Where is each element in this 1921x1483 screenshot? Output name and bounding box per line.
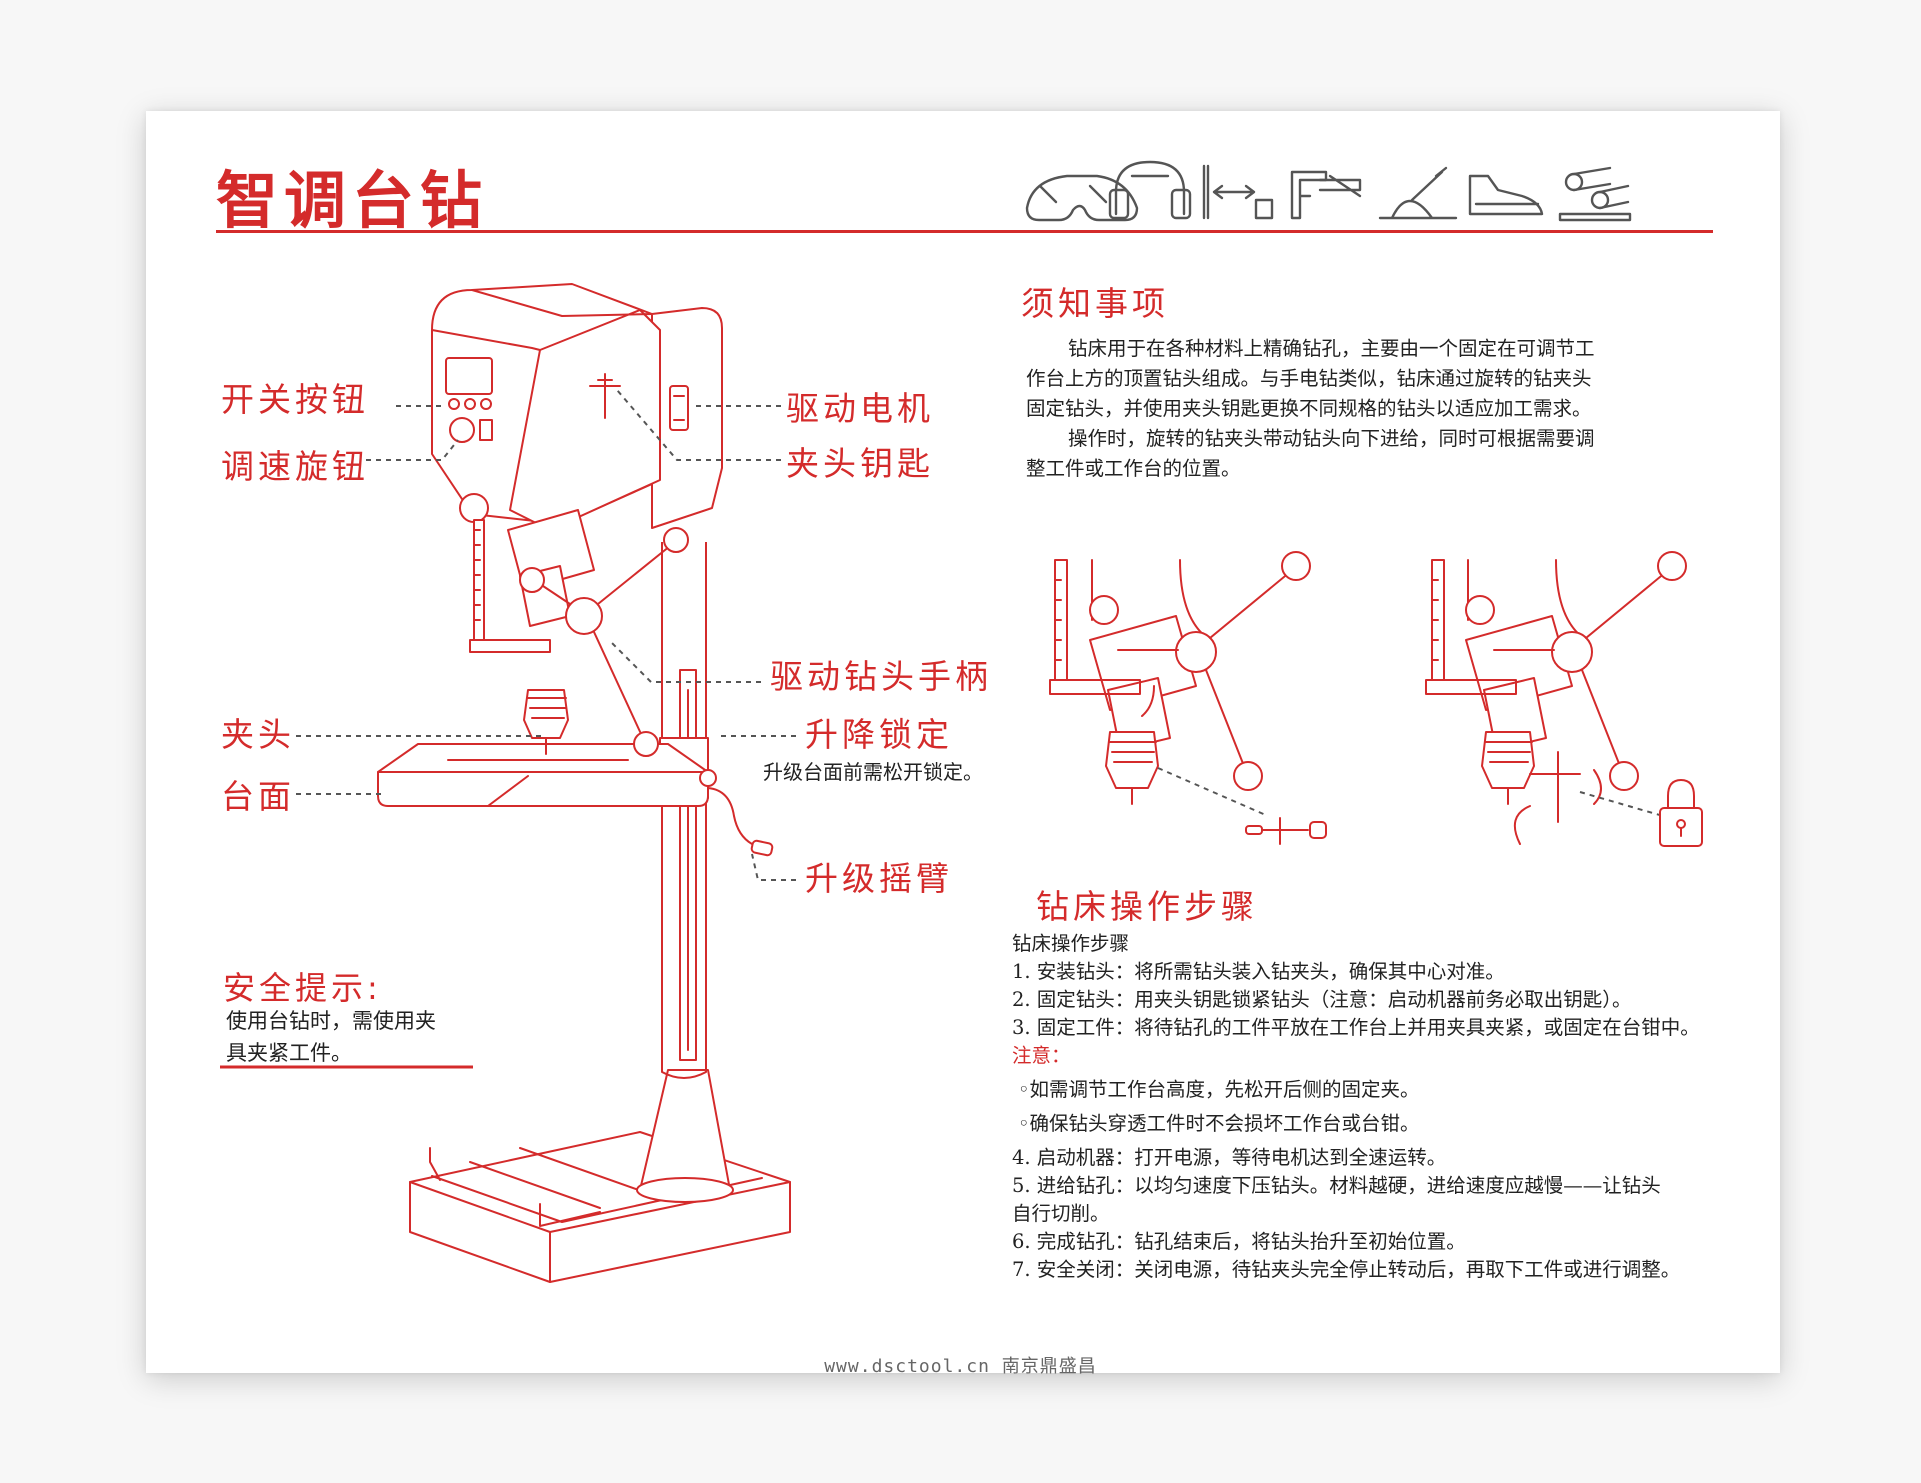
measure-icon [1202,164,1274,220]
safety-goggles-icon [1025,174,1139,222]
safety-shoe-icon [1468,174,1544,216]
clamp-icon [1290,170,1362,220]
step-2: 2. 固定钻头：用夹头钥匙锁紧钻头（注意：启动机器前务必取出钥匙）。 [1012,988,1632,1011]
step-5-line-2: 自行切削。 [1012,1202,1110,1225]
step-6: 6. 完成钻孔：钻孔结束后，将钻头抬升至初始位置。 [1012,1230,1466,1253]
title-divider [216,230,1713,233]
step-3: 3. 固定工件：将待钻孔的工件平放在工作台上并用夹具夹紧，或固定在台钳中。 [1012,1016,1700,1039]
operation-steps: 钻床操作步骤 1. 安装钻头：将所需钻头装入钻夹头，确保其中心对准。 2. 固定… [1012,930,1700,1284]
label-drive-handle: 驱动钻头手柄 [770,657,992,696]
step-4: 4. 启动机器：打开电源，等待电机达到全速运转。 [1012,1146,1447,1169]
label-chuck-key: 夹头钥匙 [786,444,934,483]
label-power-button: 开关按钮 [221,380,369,419]
label-chuck: 夹头 [221,715,295,754]
safety-line-2: 具夹紧工件。 [226,1041,352,1065]
safety-text: 使用台钻时，需使用夹 具夹紧工件。 [226,1005,436,1069]
operation-subheading: 钻床操作步骤 [1012,932,1130,955]
label-lift-crank: 升级摇臂 [805,859,953,898]
notice-p1-line3: 固定钻头，并使用夹头钥匙更换不同规格的钻头以适应加工需求。 [1026,397,1592,420]
drill-press-illustration [377,283,791,1283]
callout-leaders [296,389,796,881]
step-7: 7. 安全关闭：关闭电源，待钻夹头完全停止转动后，再取下工件或进行调整。 [1012,1258,1681,1281]
material-stock-icon [1558,166,1632,222]
label-drive-motor: 驱动电机 [786,389,934,428]
safety-heading: 安全提示: [223,969,382,1007]
notice-p1-line1: 钻床用于在各种材料上精确钻孔，主要由一个固定在可调节工 [1068,337,1595,360]
chuck-key-detail-illustration [1049,551,1327,845]
note-label: 注意： [1012,1044,1071,1067]
remove-key-detail-illustration [1425,551,1703,847]
notice-heading: 须知事项 [1021,284,1169,323]
saw-blade-icon [1378,166,1458,220]
label-lift-lock-note: 升级台面前需松开锁定。 [763,760,983,784]
notice-p2-line2: 整工件或工作台的位置。 [1026,457,1241,480]
step-5-line-1: 5. 进给钻孔：以均匀速度下压钻头。材料越硬，进给速度应越慢——让钻头 [1012,1174,1661,1197]
note-2: ◦确保钻头穿透工件时不会损坏工作台或台钳。 [1018,1112,1420,1135]
footer-site: www.dsctool.cn 南京鼎盛昌 [824,1356,1097,1377]
label-lift-lock: 升降锁定 [805,715,953,754]
step-1: 1. 安装钻头：将所需钻头装入钻夹头，确保其中心对准。 [1012,960,1505,983]
notice-body: 钻床用于在各种材料上精确钻孔，主要由一个固定在可调节工 作台上方的顶置钻头组成。… [1026,334,1666,484]
operation-heading: 钻床操作步骤 [1036,887,1258,926]
page-title: 智调台钻 [216,164,489,237]
notice-p2-line1: 操作时，旋转的钻夹头带动钻头向下进给，同时可根据需要调 [1068,427,1595,450]
note-1: ◦如需调节工作台高度，先松开后侧的固定夹。 [1018,1078,1420,1101]
label-table: 台面 [221,777,295,816]
notice-p1-line2: 作台上方的顶置钻头组成。与手电钻类似，钻床通过旋转的钻夹头 [1026,367,1592,390]
safety-line-1: 使用台钻时，需使用夹 [226,1009,436,1033]
label-speed-knob: 调速旋钮 [221,447,369,486]
ear-protection-icon [1108,160,1192,220]
